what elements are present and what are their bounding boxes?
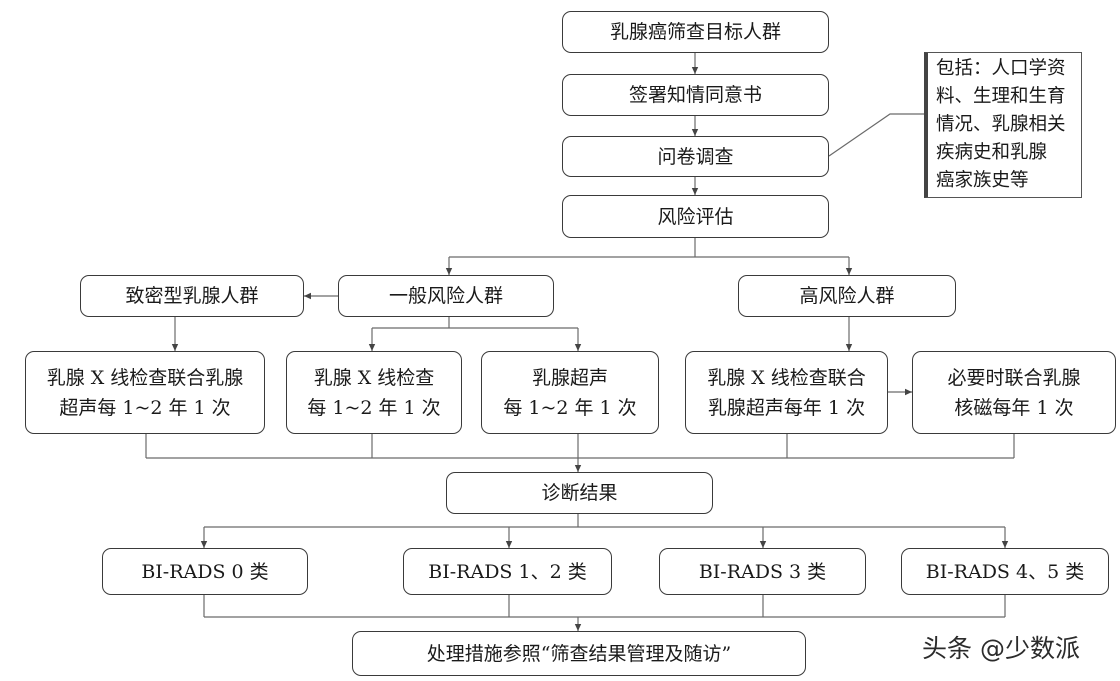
note-line-3: 情况、乳腺相关 bbox=[936, 114, 1066, 135]
general-us-plan-box: 乳腺超声 每 1~2 年 1 次 bbox=[481, 351, 659, 434]
note-line-1: 包括：人口学资 bbox=[936, 58, 1066, 79]
high-risk-box: 高风险人群 bbox=[738, 275, 956, 317]
target-population-label: 乳腺癌筛查目标人群 bbox=[609, 21, 781, 43]
general-risk-box: 一般风险人群 bbox=[338, 275, 554, 317]
questionnaire-label: 问卷调查 bbox=[657, 145, 734, 168]
dense-plan-box: 乳腺 X 线检查联合乳腺 超声每 1~2 年 1 次 bbox=[25, 351, 265, 434]
risk-assessment-label: 风险评估 bbox=[657, 205, 734, 228]
birads-0-box: BI-RADS 0 类 bbox=[102, 548, 308, 595]
general-us-plan-line-2: 每 1~2 年 1 次 bbox=[503, 396, 637, 419]
general-us-plan-line-1: 乳腺超声 bbox=[531, 366, 608, 389]
note-line-5: 癌家族史等 bbox=[936, 170, 1029, 191]
followup-box: 处理措施参照“筛查结果管理及随访” bbox=[352, 631, 806, 676]
followup-label: 处理措施参照“筛查结果管理及随访” bbox=[426, 642, 732, 665]
high-risk-plan-box: 乳腺 X 线检查联合 乳腺超声每年 1 次 bbox=[685, 351, 888, 434]
risk-assessment-box: 风险评估 bbox=[562, 195, 829, 238]
watermark: 头条 @少数派 bbox=[922, 634, 1080, 663]
mri-plan-line-1: 必要时联合乳腺 bbox=[947, 366, 1081, 389]
birads-3-label: BI-RADS 3 类 bbox=[698, 560, 827, 583]
high-risk-plan-line-2: 乳腺超声每年 1 次 bbox=[707, 396, 866, 419]
general-xray-plan-box: 乳腺 X 线检查 每 1~2 年 1 次 bbox=[286, 351, 462, 434]
dense-plan-line-2: 超声每 1~2 年 1 次 bbox=[59, 396, 231, 419]
diagnosis-box: 诊断结果 bbox=[446, 472, 713, 514]
note-line-4: 疾病史和乳腺 bbox=[936, 142, 1048, 163]
consent-label: 签署知情同意书 bbox=[628, 84, 762, 106]
target-population-box: 乳腺癌筛查目标人群 bbox=[562, 11, 829, 53]
birads-4-5-label: BI-RADS 4、5 类 bbox=[925, 560, 1085, 583]
birads-1-2-box: BI-RADS 1、2 类 bbox=[403, 548, 612, 595]
general-xray-plan-line-2: 每 1~2 年 1 次 bbox=[307, 396, 441, 419]
dense-breast-label: 致密型乳腺人群 bbox=[125, 285, 259, 307]
diagnosis-label: 诊断结果 bbox=[541, 482, 618, 504]
high-risk-label: 高风险人群 bbox=[799, 285, 895, 307]
general-xray-plan-line-1: 乳腺 X 线检查 bbox=[313, 366, 435, 389]
mri-plan-line-2: 核磁每年 1 次 bbox=[954, 396, 1074, 419]
birads-4-5-box: BI-RADS 4、5 类 bbox=[901, 548, 1109, 595]
birads-1-2-label: BI-RADS 1、2 类 bbox=[428, 560, 587, 583]
questionnaire-box: 问卷调查 bbox=[562, 136, 829, 177]
general-risk-label: 一般风险人群 bbox=[388, 285, 503, 307]
note-line-2: 料、生理和生育 bbox=[936, 86, 1066, 107]
birads-0-label: BI-RADS 0 类 bbox=[141, 560, 269, 583]
birads-3-box: BI-RADS 3 类 bbox=[659, 548, 866, 595]
mri-plan-box: 必要时联合乳腺 核磁每年 1 次 bbox=[912, 351, 1116, 434]
dense-breast-box: 致密型乳腺人群 bbox=[80, 275, 304, 317]
consent-box: 签署知情同意书 bbox=[562, 74, 829, 116]
note-pointer-line bbox=[828, 113, 924, 157]
high-risk-plan-line-1: 乳腺 X 线检查联合 bbox=[707, 366, 866, 389]
dense-plan-line-1: 乳腺 X 线检查联合乳腺 bbox=[46, 366, 244, 389]
questionnaire-note: 包括：人口学资 料、生理和生育 情况、乳腺相关 疾病史和乳腺 癌家族史等 bbox=[924, 52, 1082, 198]
